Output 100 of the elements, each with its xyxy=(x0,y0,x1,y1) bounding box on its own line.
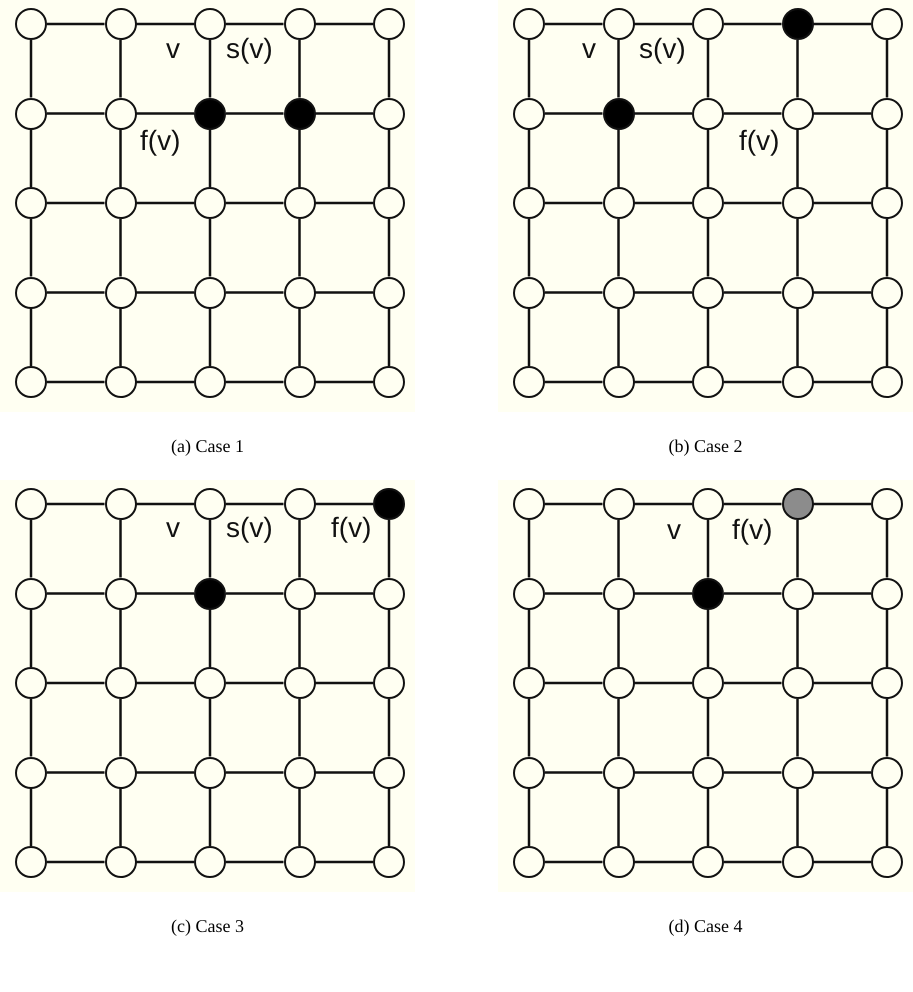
grid-edge xyxy=(208,788,212,846)
grid-edge xyxy=(545,291,602,294)
grid-edge xyxy=(545,22,602,26)
grid-edge xyxy=(208,308,212,366)
grid-edge xyxy=(814,682,871,684)
grid-edge xyxy=(388,788,390,846)
grid-edge xyxy=(298,308,301,366)
grid-edge xyxy=(796,130,799,187)
grid-edge xyxy=(226,771,284,774)
grid-edge xyxy=(298,610,301,667)
grid-edge xyxy=(226,112,284,115)
grid-edge xyxy=(316,291,373,294)
grid-edge xyxy=(47,592,104,595)
grid-edge xyxy=(617,308,620,366)
grid-edge xyxy=(706,40,710,98)
grid-edge xyxy=(528,788,530,846)
vertex-label: f(v) xyxy=(732,516,772,544)
vertex-label: f(v) xyxy=(140,127,180,155)
grid-edge xyxy=(724,22,782,26)
grid-edge xyxy=(796,699,799,756)
grid-edge xyxy=(886,699,888,756)
grid-edge xyxy=(208,130,212,187)
grid-edge xyxy=(47,380,104,384)
grid-edge xyxy=(226,592,284,595)
grid-edge xyxy=(706,219,710,276)
grid-edge xyxy=(30,40,32,98)
grid-edge xyxy=(814,202,871,204)
grid-edge xyxy=(119,788,122,846)
grid-edge xyxy=(119,40,122,98)
grid-edge xyxy=(316,112,373,115)
grid-edge xyxy=(226,860,284,864)
grid-edge xyxy=(47,291,104,294)
grid-edge xyxy=(47,112,104,115)
grid-edge xyxy=(208,219,212,276)
grid-edge xyxy=(119,699,122,756)
grid-edge xyxy=(796,520,799,578)
grid-edge xyxy=(886,788,888,846)
grid-edge xyxy=(298,130,301,187)
grid-edge xyxy=(316,592,373,595)
grid-edge xyxy=(634,860,692,864)
grid-edge xyxy=(617,610,620,667)
grid-edge xyxy=(814,112,871,115)
grid-edge xyxy=(886,520,888,578)
grid-edge xyxy=(298,219,301,276)
grid-edge xyxy=(617,520,620,578)
grid-edge xyxy=(634,22,692,26)
grid-edge xyxy=(136,112,194,115)
grid-edge xyxy=(388,219,390,276)
grid-edge xyxy=(814,771,871,774)
grid-edge xyxy=(528,130,530,187)
subfigure-caption: (c) Case 3 xyxy=(171,916,244,937)
grid-edge xyxy=(316,202,373,204)
grid-edge xyxy=(634,202,692,204)
grid-edge xyxy=(706,610,710,667)
grid-edge xyxy=(388,40,390,98)
grid-edge xyxy=(617,130,620,187)
grid-edge xyxy=(30,699,32,756)
grid-edge xyxy=(47,682,104,684)
grid-edge xyxy=(796,40,799,98)
grid-edge xyxy=(47,502,104,506)
vertex-label: v xyxy=(166,514,180,542)
grid-edge xyxy=(208,699,212,756)
grid-edge xyxy=(796,788,799,846)
grid-edge xyxy=(545,682,602,684)
grid-edge xyxy=(814,291,871,294)
grid-edge xyxy=(226,380,284,384)
grid-edge xyxy=(634,112,692,115)
subfigure-caption: (a) Case 1 xyxy=(171,436,244,457)
grid-edge xyxy=(226,502,284,506)
vertex-label: v xyxy=(166,35,180,63)
grid-edge xyxy=(634,502,692,506)
grid-edge xyxy=(724,112,782,115)
grid-edge xyxy=(136,592,194,595)
grid-edge xyxy=(226,22,284,26)
grid-edge xyxy=(706,699,710,756)
grid-edge xyxy=(796,219,799,276)
grid-edge xyxy=(724,771,782,774)
grid-edge xyxy=(47,22,104,26)
vertex-label: s(v) xyxy=(226,514,273,542)
grid-edge xyxy=(136,291,194,294)
grid-edge xyxy=(47,202,104,204)
grid-edge xyxy=(30,520,32,578)
grid-edge xyxy=(724,682,782,684)
grid-edge xyxy=(634,291,692,294)
grid-edge xyxy=(724,380,782,384)
grid-edge xyxy=(886,40,888,98)
grid-edge xyxy=(634,592,692,595)
grid-edge xyxy=(226,291,284,294)
grid-edge xyxy=(886,308,888,366)
grid-edge xyxy=(706,520,710,578)
grid-edge xyxy=(528,520,530,578)
subfigure-caption: (b) Case 2 xyxy=(668,436,742,457)
vertex-label: v xyxy=(582,35,596,63)
grid-edge xyxy=(30,219,32,276)
grid-edge xyxy=(617,40,620,98)
subfigure-caption: (d) Case 4 xyxy=(668,916,742,937)
grid-edge xyxy=(316,771,373,774)
grid-edge xyxy=(886,130,888,187)
grid-edge xyxy=(724,202,782,204)
grid-edge xyxy=(528,219,530,276)
